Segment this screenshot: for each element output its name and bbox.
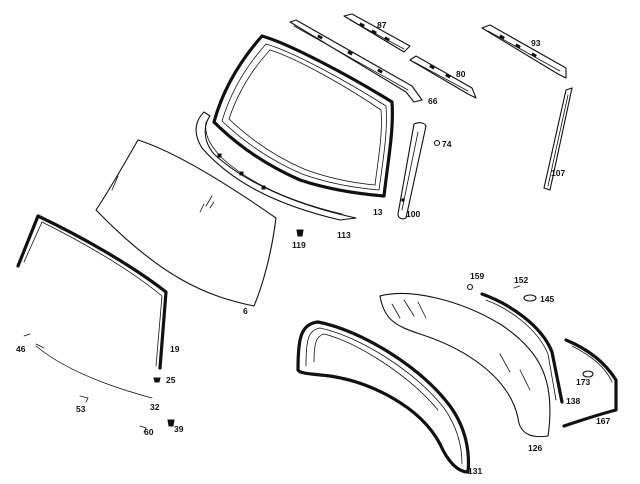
callout-167: 167 xyxy=(596,416,610,426)
part-39-clip[interactable] xyxy=(167,419,175,427)
part-167-quarter-trim[interactable] xyxy=(562,338,618,428)
part-145-clip[interactable] xyxy=(523,294,537,302)
callout-53: 53 xyxy=(76,404,86,414)
part-60-clip[interactable] xyxy=(139,425,147,433)
callout-152: 152 xyxy=(514,275,528,285)
part-138-rear-trim[interactable] xyxy=(480,292,564,404)
part-93-trim-strip[interactable] xyxy=(481,24,567,79)
callout-19: 19 xyxy=(170,344,180,354)
callout-39: 39 xyxy=(174,424,184,434)
part-19-frame-rubber[interactable] xyxy=(16,214,168,370)
callout-113: 113 xyxy=(337,230,351,240)
part-6-windshield-glass[interactable] xyxy=(95,139,277,307)
part-25-clip[interactable] xyxy=(153,377,161,383)
callout-80: 80 xyxy=(456,69,466,79)
part-126-rear-glass[interactable] xyxy=(379,293,551,438)
callout-13: 13 xyxy=(373,207,383,217)
callout-25: 25 xyxy=(166,375,176,385)
part-46-clip[interactable] xyxy=(23,333,45,349)
callout-93: 93 xyxy=(531,38,541,48)
part-100-pillar-trim[interactable] xyxy=(397,122,427,220)
callout-74: 74 xyxy=(442,139,452,149)
callout-46: 46 xyxy=(16,344,26,354)
callout-87: 87 xyxy=(377,20,387,30)
part-113-lower-trim[interactable] xyxy=(195,111,357,221)
part-119-clip[interactable] xyxy=(296,229,304,237)
callout-159: 159 xyxy=(470,271,484,281)
callout-145: 145 xyxy=(540,294,554,304)
part-152-clip[interactable] xyxy=(513,285,521,289)
callout-100: 100 xyxy=(406,209,420,219)
callout-6: 6 xyxy=(243,306,248,316)
part-173-clip[interactable] xyxy=(582,370,594,378)
part-74-clip[interactable] xyxy=(433,139,441,147)
callout-32: 32 xyxy=(150,402,160,412)
part-159-clip[interactable] xyxy=(466,283,474,291)
part-66-frame-strip[interactable] xyxy=(289,19,423,103)
callout-119: 119 xyxy=(292,240,306,250)
part-87-trim-strip[interactable] xyxy=(343,13,411,53)
callout-66: 66 xyxy=(428,96,438,106)
callout-173: 173 xyxy=(576,377,590,387)
callout-107: 107 xyxy=(551,168,565,178)
callout-131: 131 xyxy=(468,466,482,476)
part-80-trim-strip[interactable] xyxy=(409,55,477,99)
part-131-rear-seal[interactable] xyxy=(296,320,471,474)
part-32-lower-seal[interactable] xyxy=(35,345,153,399)
part-53-clip[interactable] xyxy=(79,395,89,403)
callout-126: 126 xyxy=(528,443,542,453)
part-107-pillar-trim[interactable] xyxy=(543,87,573,191)
callout-60: 60 xyxy=(144,427,154,437)
part-13-windshield-seal[interactable] xyxy=(212,34,394,198)
callout-138: 138 xyxy=(566,396,580,406)
